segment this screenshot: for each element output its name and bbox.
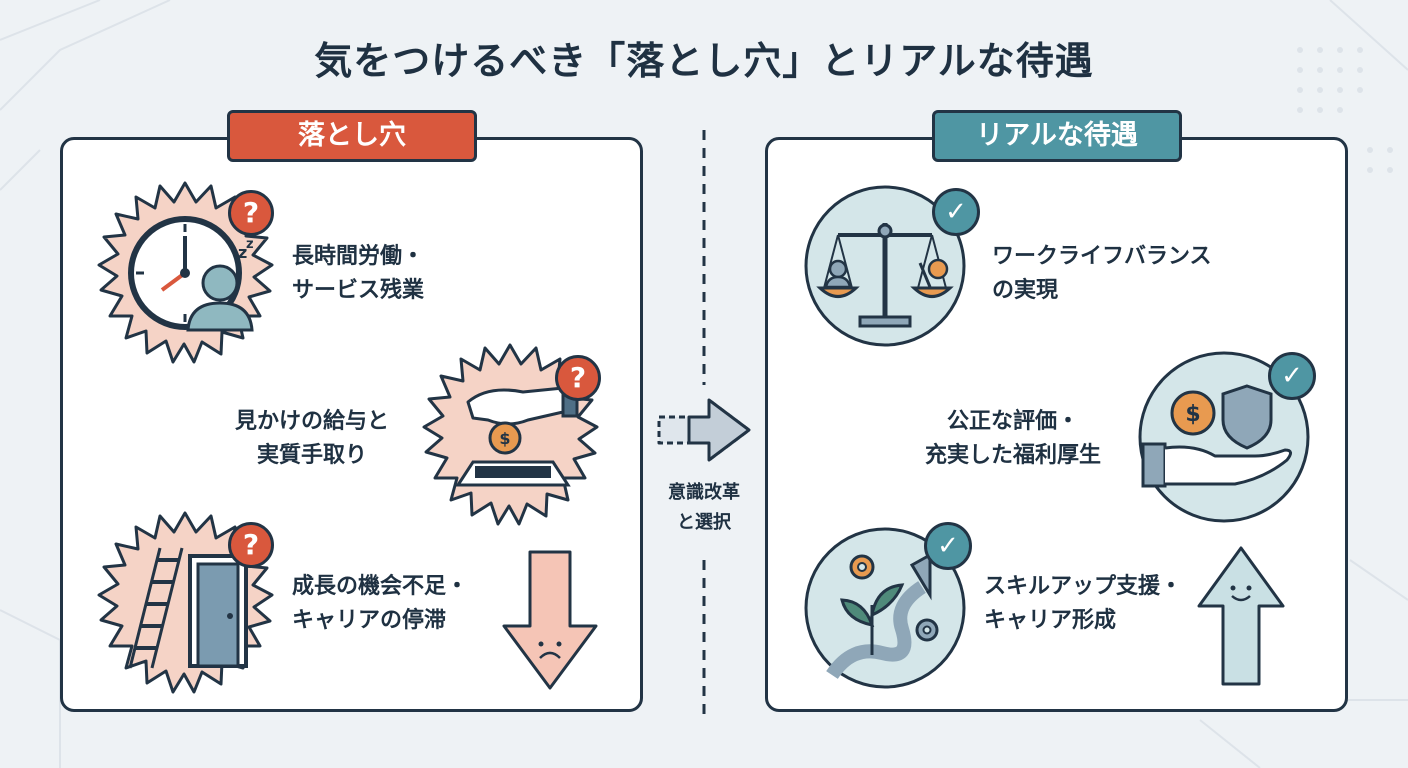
pitfall-label-salary: 見かけの給与と 実質手取り <box>235 409 390 468</box>
coin-slot-icon: $ <box>422 343 599 526</box>
right-arrow-icon <box>657 398 751 462</box>
check-badge: ✓ <box>932 188 980 236</box>
treatment-label-balance: ワークライフバランス の実現 <box>992 244 1212 303</box>
ladder-door-icon <box>97 511 274 694</box>
growth-plant-icon <box>804 527 966 689</box>
check-badge: ✓ <box>924 522 972 570</box>
center-divider <box>702 130 706 720</box>
treatment-label-skills: スキルアップ支援・ キャリア形成 <box>984 574 1183 633</box>
question-badge: ? <box>228 522 274 568</box>
page-title: 気をつけるべき「落とし穴」とリアルな待遇 <box>314 39 1094 83</box>
balance-scale-icon <box>804 185 966 347</box>
check-badge: ✓ <box>1268 352 1316 400</box>
pitfalls-heading: 落とし穴 <box>227 110 477 162</box>
change-label: 意識改革 と選択 <box>668 482 740 533</box>
svg-text:z: z <box>246 237 254 252</box>
svg-text:z: z <box>238 243 247 262</box>
hand-benefits-icon: $ <box>1138 351 1310 523</box>
pitfall-label-overwork: 長時間労働・ サービス残業 <box>292 244 425 303</box>
real-treatment-heading: リアルな待遇 <box>932 110 1182 162</box>
sad-down-arrow-icon <box>502 550 598 690</box>
question-badge: ? <box>555 355 601 401</box>
smile-up-arrow-icon <box>1197 546 1285 686</box>
pitfall-label-career: 成長の機会不足・ キャリアの停滞 <box>292 574 469 633</box>
treatment-label-benefits: 公正な評価・ 充実した福利厚生 <box>925 409 1102 468</box>
question-badge: ? <box>228 190 274 236</box>
svg-text:$: $ <box>499 429 510 448</box>
clock-overwork-icon: z z <box>97 181 274 364</box>
svg-text:$: $ <box>1185 402 1200 427</box>
